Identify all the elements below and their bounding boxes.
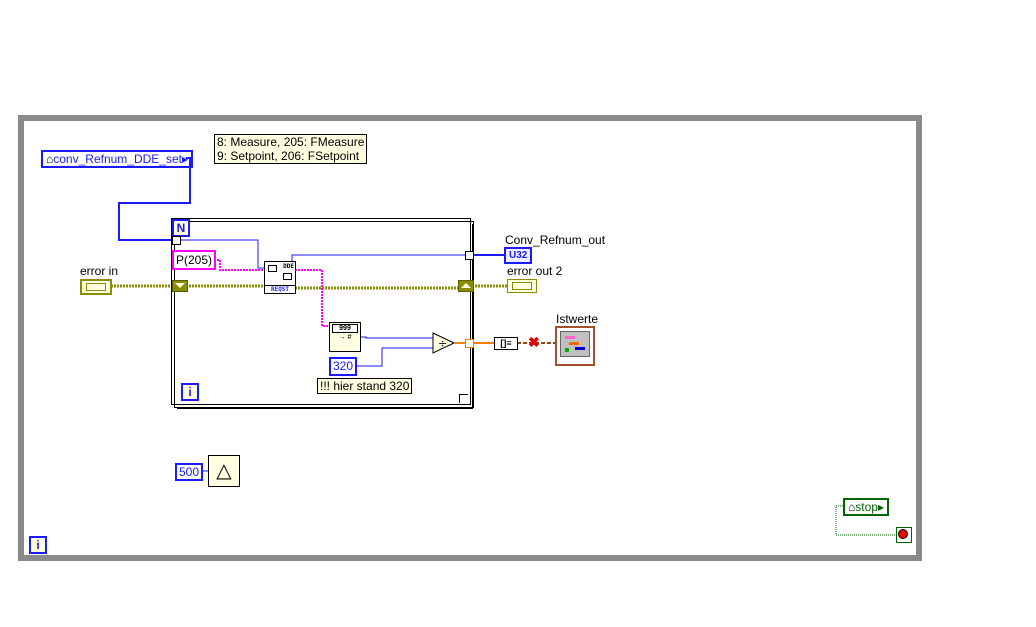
refnum-wire-inner (180, 239, 264, 269)
while-loop-frame-bottom[interactable] (18, 555, 922, 561)
refnum-tunnel-out[interactable] (465, 251, 474, 260)
u32-label: U32 (509, 250, 528, 261)
conv-refnum-local-variable[interactable]: ⌂conv_Refnum_DDE_set▸ (41, 150, 194, 168)
computer-icon (283, 273, 292, 280)
shift-register-left[interactable] (172, 280, 188, 292)
computer-icon (268, 265, 277, 272)
chart-icon (560, 331, 590, 357)
comment-line-1: 8: Measure, 205: FMeasure (217, 135, 365, 149)
refnum-tunnel-in[interactable] (172, 236, 181, 245)
divide-icon: ÷ (438, 337, 447, 350)
stop-wire (835, 505, 896, 536)
iteration-terminal-while[interactable]: i (29, 536, 47, 554)
wait-ms-node[interactable]: △ (208, 455, 240, 487)
for-loop-resize-corner[interactable] (459, 394, 468, 403)
stop-label: stop (855, 500, 878, 514)
error-in-label: error in (80, 264, 119, 278)
string-to-number-node[interactable]: 999 → # (329, 322, 361, 352)
build-array-node[interactable]: []≡ (494, 337, 518, 350)
loop-condition-terminal[interactable] (896, 527, 912, 543)
istwerte-label: Istwerte (556, 312, 599, 326)
string-wire-data (295, 269, 330, 327)
numeric-wire-divisor (352, 347, 434, 367)
stop-icon (898, 529, 908, 539)
while-loop-frame-left[interactable] (18, 115, 24, 561)
stop-local-variable[interactable]: ⌂stop▸ (843, 498, 889, 516)
for-loop-shadow (177, 224, 473, 409)
item-string-constant[interactable]: P(205) (172, 250, 217, 270)
divide-node[interactable]: ÷ (432, 332, 456, 354)
number-display: 999 (332, 324, 358, 333)
arrow-up-icon (461, 283, 471, 288)
istwerte-chart-indicator[interactable] (555, 326, 595, 366)
metronome-icon: △ (216, 460, 232, 482)
arrow-down-icon (175, 283, 185, 288)
arrow-right-icon: ▸ (877, 500, 884, 514)
error-in-control[interactable] (80, 279, 112, 295)
comment-box[interactable]: 8: Measure, 205: FMeasure 9: Setpoint, 2… (214, 134, 368, 164)
reqst-label: REQST (265, 285, 295, 293)
arrow-icon: → # (338, 334, 352, 341)
error-out-indicator[interactable] (507, 279, 537, 293)
shift-register-right[interactable] (458, 280, 474, 292)
cluster-icon (86, 283, 106, 291)
comment-line-2: 9: Setpoint, 206: FSetpoint (217, 149, 360, 163)
refnum-wire-in (118, 157, 191, 241)
home-icon: ⌂ (46, 152, 54, 166)
cluster-icon (512, 282, 532, 290)
divisor-note[interactable]: !!! hier stand 320 (317, 378, 413, 394)
float-tunnel-out[interactable] (465, 339, 474, 348)
numeric-wire-value (360, 336, 434, 339)
divisor-constant[interactable]: 320 (329, 357, 358, 376)
home-icon: ⌂ (848, 500, 856, 514)
dde-label: DDE (283, 263, 294, 270)
while-loop-frame-right[interactable] (916, 115, 922, 561)
dde-request-node[interactable]: DDE REQST (264, 261, 296, 294)
arrow-right-icon: ▸ (181, 152, 189, 166)
broken-wire-x-icon[interactable]: ✖ (528, 334, 540, 350)
for-loop[interactable] (171, 218, 471, 405)
iteration-terminal-for[interactable]: i (181, 383, 199, 401)
conv-refnum-out-label: Conv_Refnum_out (505, 233, 606, 247)
conv-refnum-label: conv_Refnum_DDE_set (53, 152, 182, 166)
string-wire-item (214, 259, 264, 271)
conv-refnum-out-indicator[interactable]: U32 (504, 247, 533, 264)
array-icon: []≡ (500, 338, 512, 348)
count-terminal[interactable]: N (172, 219, 190, 237)
for-loop-shadow (174, 221, 474, 408)
error-out-label: error out 2 (507, 264, 563, 278)
while-loop-frame-top[interactable] (18, 115, 922, 121)
wait-ms-constant[interactable]: 500 (175, 463, 204, 481)
